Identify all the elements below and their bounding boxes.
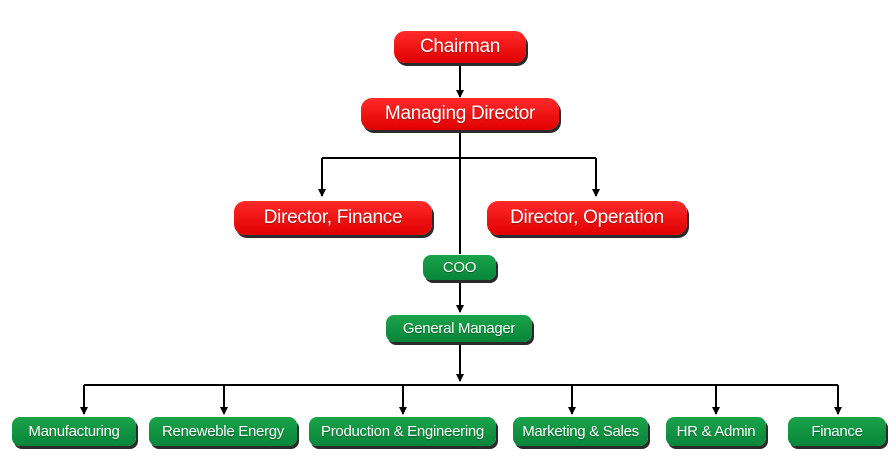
node-dept-manufacturing: Manufacturing bbox=[12, 417, 136, 446]
node-coo: COO bbox=[423, 255, 496, 280]
node-general-manager: General Manager bbox=[386, 315, 532, 342]
node-dept-hr-admin: HR & Admin bbox=[666, 417, 766, 446]
node-chairman: Chairman bbox=[394, 31, 526, 63]
node-dept-marketing-sales: Marketing & Sales bbox=[513, 417, 648, 446]
node-director-operation: Director, Operation bbox=[487, 201, 687, 235]
node-managing-director: Managing Director bbox=[361, 98, 559, 130]
node-director-finance: Director, Finance bbox=[234, 201, 432, 235]
node-dept-renewable-energy: Reneweble Energy bbox=[149, 417, 297, 446]
node-dept-finance: Finance bbox=[788, 417, 886, 446]
node-dept-production-engineering: Production & Engineering bbox=[309, 417, 496, 446]
